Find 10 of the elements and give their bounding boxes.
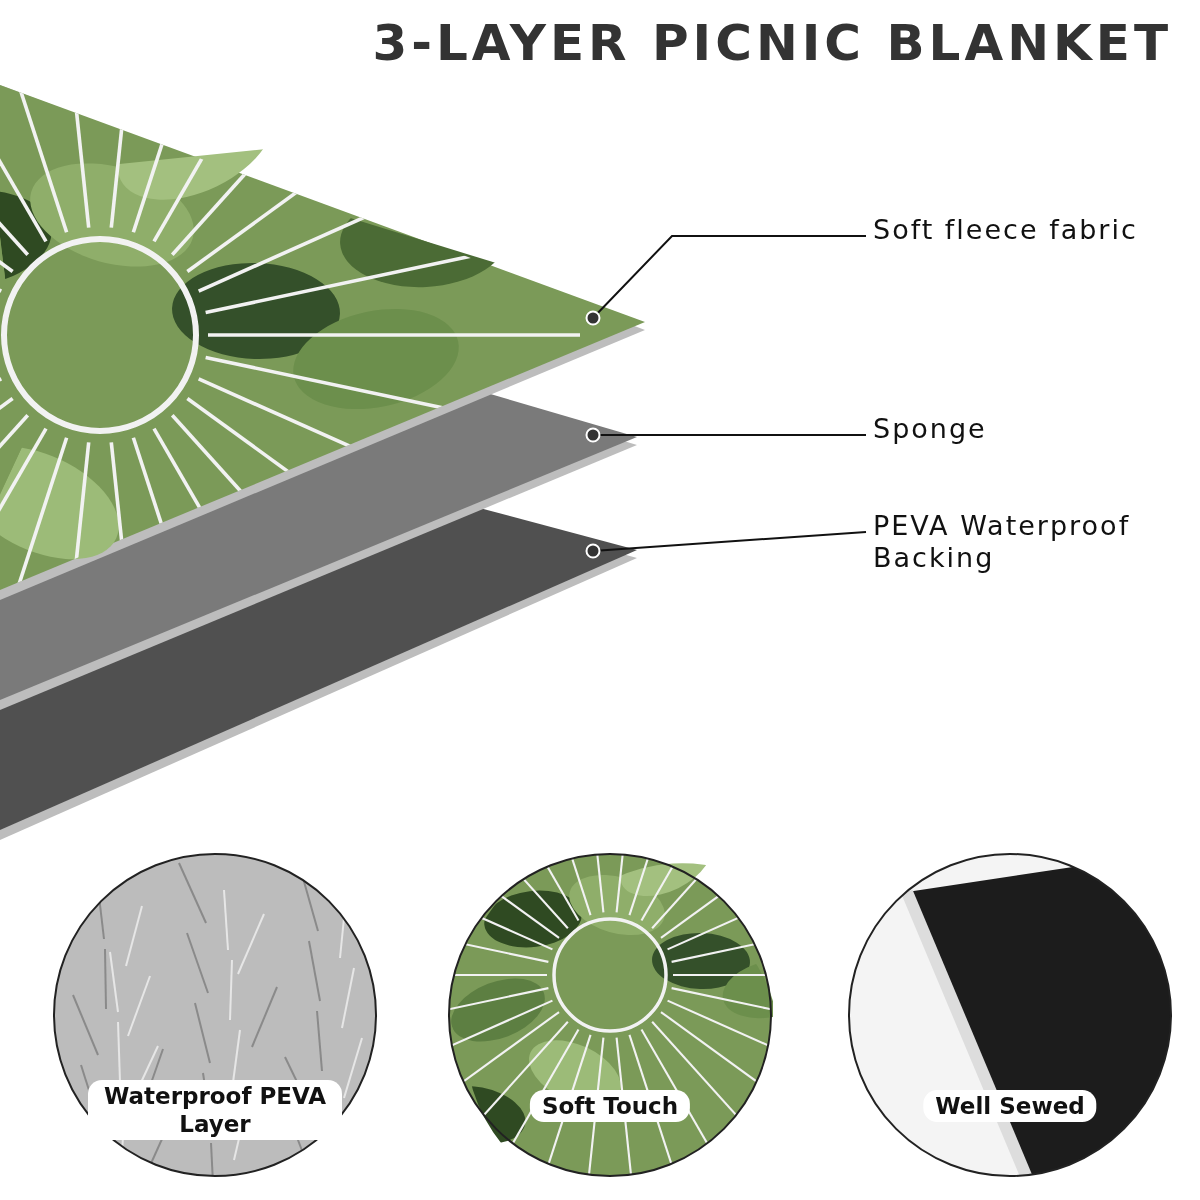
caption-label: Soft Touch	[529, 1090, 691, 1122]
leader-line	[585, 235, 867, 326]
caption-label: Well Sewed	[923, 1090, 1097, 1122]
leader-line	[585, 531, 867, 559]
layer-label: PEVA Waterproof Backing	[873, 510, 1132, 574]
leader-line	[585, 427, 867, 443]
layer-label: Soft fleece fabric	[873, 214, 1139, 246]
caption-label: Waterproof PEVA Layer	[88, 1080, 342, 1140]
title-heading: 3-LAYER PICNIC BLANKET	[372, 14, 1172, 72]
layer-label: Sponge	[873, 413, 988, 445]
